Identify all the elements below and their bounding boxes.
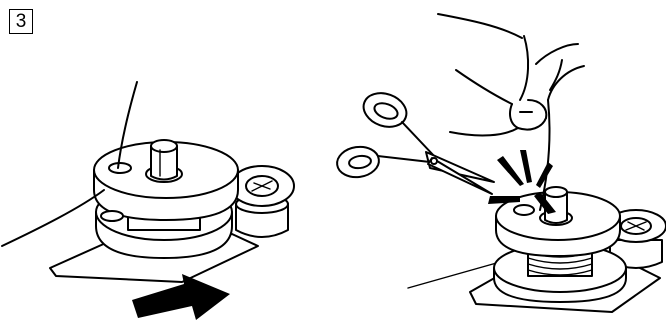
left-spindle-hub: [230, 166, 294, 237]
step-number: 3: [16, 12, 27, 31]
hand-illustration: [438, 14, 578, 135]
right-base-line: [408, 262, 500, 288]
left-thread-tail: [2, 190, 104, 246]
right-scene: [335, 14, 666, 312]
step-number-box: 3: [9, 9, 33, 34]
left-scene: [2, 82, 294, 320]
left-bobbin: [94, 140, 238, 258]
right-bobbin: [494, 187, 626, 302]
scissors-icon: [335, 87, 494, 194]
